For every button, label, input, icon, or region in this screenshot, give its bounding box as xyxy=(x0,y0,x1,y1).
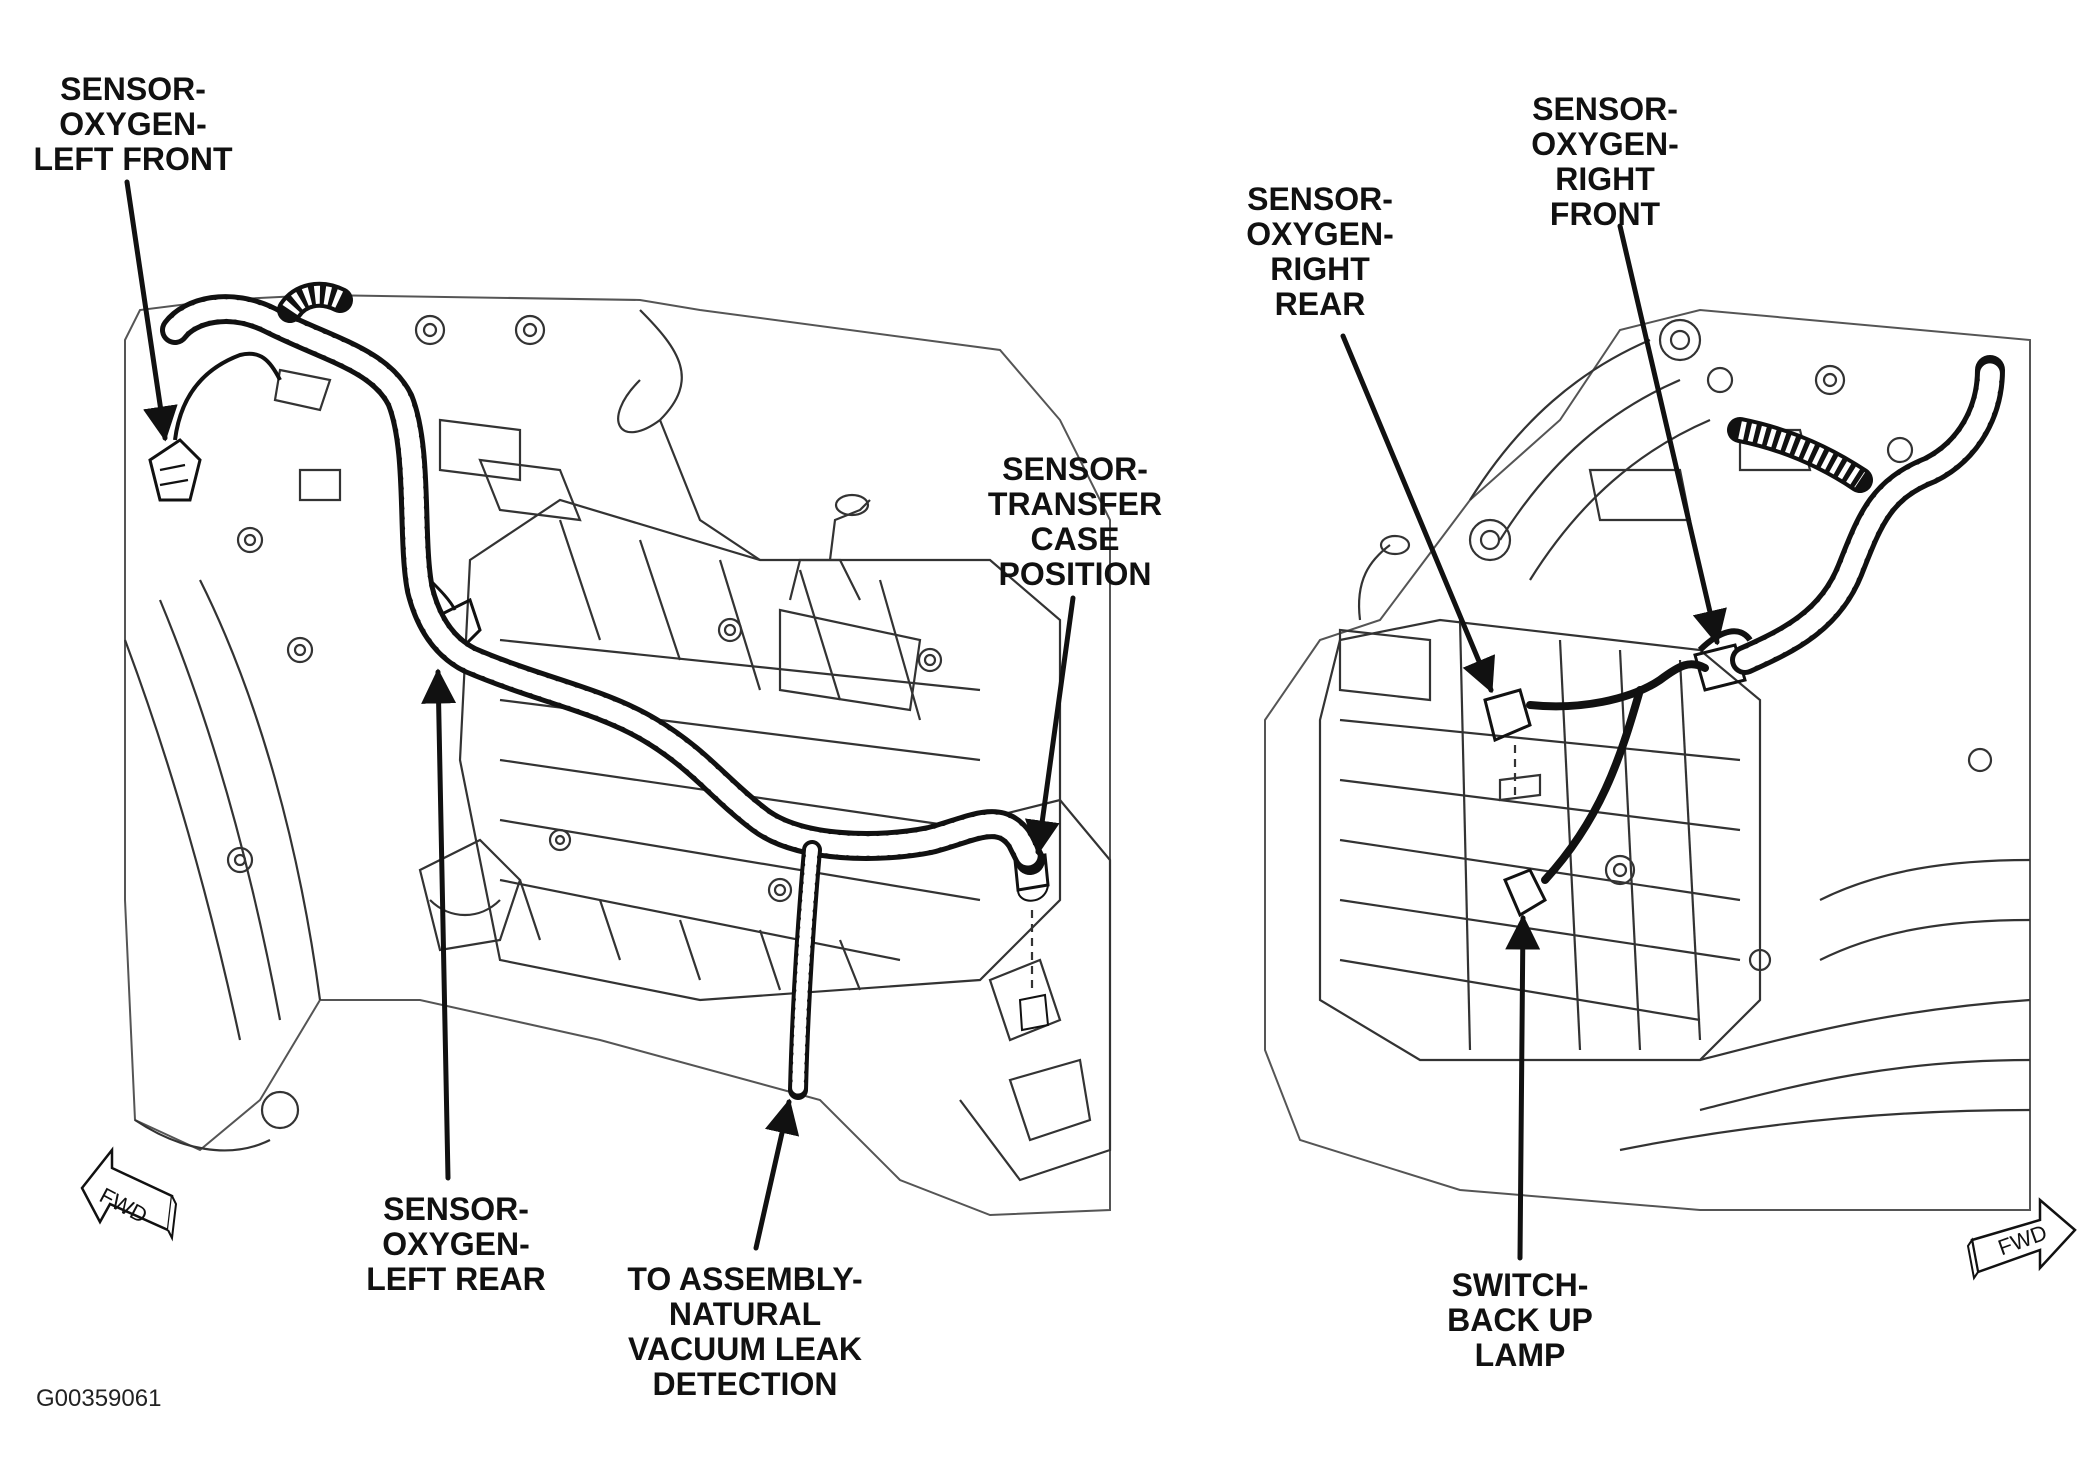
label-o2-left-front: SENSOR- OXYGEN- LEFT FRONT xyxy=(33,71,233,177)
arrow-vacuum-leak xyxy=(753,1098,800,1251)
label-o2-right-front: SENSOR- OXYGEN- RIGHT FRONT xyxy=(1531,91,1679,232)
label-vacuum-leak-detection: TO ASSEMBLY- NATURAL VACUUM LEAK DETECTI… xyxy=(627,1261,863,1402)
arrow-o2-left-rear xyxy=(421,668,457,1181)
fwd-arrow-right xyxy=(1966,1197,2077,1281)
arrow-transfer-case xyxy=(1024,595,1076,856)
right-transmission-view xyxy=(1264,308,2077,1281)
label-o2-left-rear: SENSOR- OXYGEN- LEFT REAR xyxy=(366,1191,546,1297)
leader-arrows xyxy=(124,179,1727,1261)
left-wiring-harness xyxy=(160,281,1045,1100)
fwd-arrow-left xyxy=(80,1146,178,1242)
arrow-o2-right-front xyxy=(1617,223,1727,646)
arrow-o2-left-front xyxy=(124,179,178,442)
arrow-backup-lamp xyxy=(1505,914,1541,1261)
left-transmission-view xyxy=(80,293,1112,1242)
label-o2-right-rear: SENSOR- OXYGEN- RIGHT REAR xyxy=(1246,181,1394,322)
label-backup-lamp-switch: SWITCH- BACK UP LAMP xyxy=(1447,1267,1593,1373)
label-transfer-case-position: SENSOR- TRANSFER CASE POSITION xyxy=(987,451,1163,592)
right-wiring-harness xyxy=(1526,355,2005,884)
arrow-o2-right-rear xyxy=(1340,333,1495,694)
figure-id: G00359061 xyxy=(36,1385,162,1412)
